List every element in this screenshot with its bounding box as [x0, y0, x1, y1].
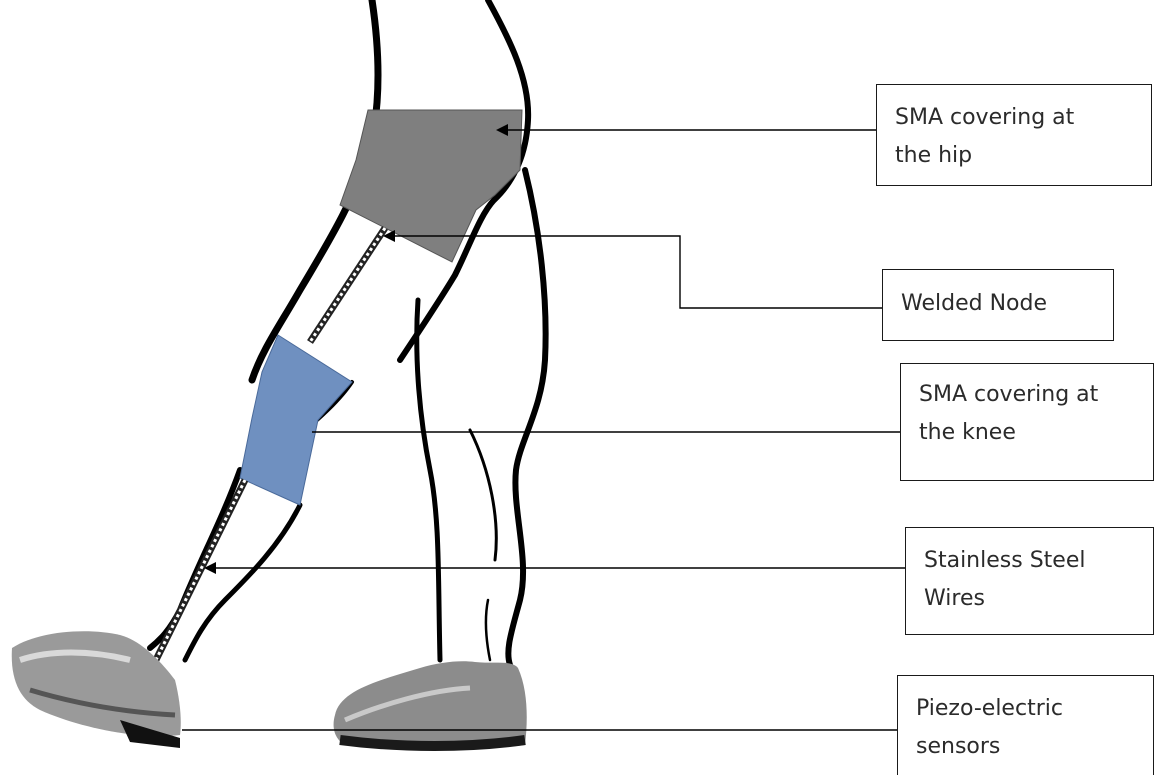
label-piezo-sensors: Piezo-electric sensors	[897, 675, 1154, 775]
hip-covering	[340, 110, 522, 262]
shin-front-outline	[185, 505, 300, 660]
rear-ankle-detail	[486, 600, 490, 660]
rear-leg-left-outline	[417, 300, 440, 660]
front-shoe	[12, 631, 181, 748]
label-hip: SMA covering at the hip	[876, 84, 1152, 186]
leader-node	[390, 236, 882, 308]
label-steel-wires: Stainless Steel Wires	[905, 527, 1154, 635]
leg-outline	[150, 0, 546, 665]
rear-shoe	[334, 661, 527, 750]
label-welded-node: Welded Node	[882, 269, 1114, 341]
rear-leg-right-outline	[508, 170, 545, 665]
shin-back-outline	[150, 470, 240, 648]
label-knee: SMA covering at the knee	[900, 363, 1154, 481]
rear-calf-detail	[470, 430, 496, 560]
